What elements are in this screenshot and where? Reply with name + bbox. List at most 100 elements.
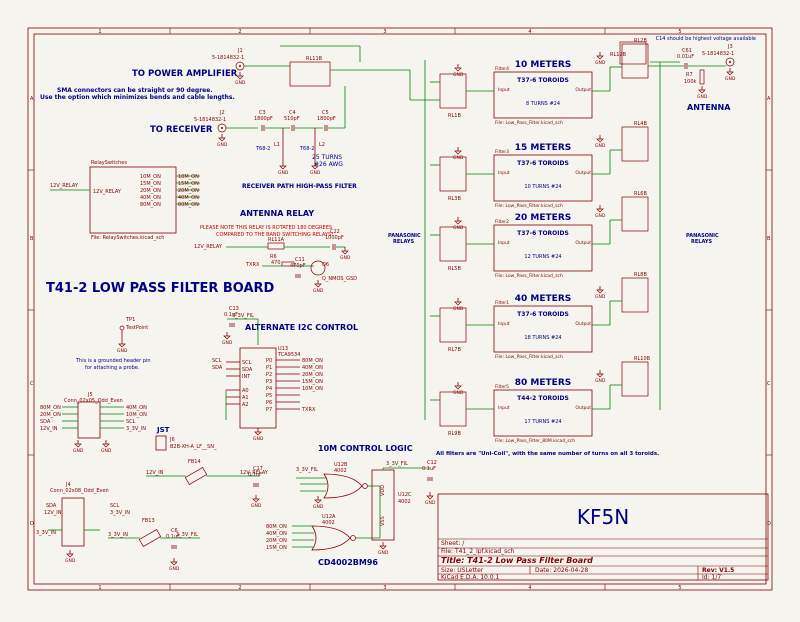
gnd-label: GND <box>595 143 606 149</box>
net-12v-relay: 12V_RELAY <box>194 244 223 250</box>
gnd-label: GND <box>310 170 321 176</box>
net-3v3-fil-4: 3_3V_FIL <box>386 461 408 467</box>
cap-ref: C17 <box>253 466 263 472</box>
gnd-triangle <box>314 283 322 288</box>
u12c-vss: VSS <box>380 516 386 526</box>
connector-ref: J1 <box>237 48 243 54</box>
j5-left-net: 80M_ON <box>40 405 61 411</box>
rl11a-ref: RL11A <box>268 237 285 243</box>
filter-box <box>493 71 593 119</box>
gnd-triangle <box>66 553 74 558</box>
fb14-ref: FB14 <box>188 459 201 465</box>
net-3v3-fil: 3_3V_FIL <box>232 313 254 319</box>
relay-rl12b[interactable] <box>619 41 647 65</box>
j5-right-net: 10M_ON <box>126 412 147 418</box>
u12a-input: 15M_ON <box>266 545 287 551</box>
relay-in <box>439 307 467 343</box>
note-rotate-1: PLEASE NOTE THIS RELAY IS ROTATED 180 DE… <box>200 225 332 231</box>
border-row-label: C <box>30 381 34 387</box>
filter-box <box>493 154 593 202</box>
relay-out-ref: RL8B <box>634 272 647 278</box>
u12c-vdd: VDD <box>380 485 386 496</box>
filter-turns: 10 TURNS #24 <box>524 184 561 190</box>
border-col-label: 3 <box>383 585 386 591</box>
u13-right-pin: P6 <box>266 400 272 406</box>
cap-value: 1800pF <box>254 116 273 122</box>
sma-connector[interactable] <box>725 57 735 67</box>
capacitor[interactable]: C60.1uF <box>166 528 180 549</box>
gnd-label: GND <box>453 225 464 231</box>
mosfet-q6[interactable] <box>310 260 326 276</box>
net-label: 20M_ON <box>302 372 323 378</box>
ic-u12c[interactable] <box>371 469 395 541</box>
gnd-symbol: GND <box>310 162 321 176</box>
gnd-label: GND <box>73 448 84 454</box>
gnd-label: GND <box>378 550 389 556</box>
gnd-label: GND <box>253 436 264 442</box>
net-label: 40M_ON <box>178 195 199 201</box>
gnd-triangle <box>726 71 734 76</box>
gnd-label: GND <box>697 94 708 100</box>
ferrite-fb14[interactable] <box>184 467 208 485</box>
filter-input-port: Input <box>498 170 510 176</box>
header-j5[interactable] <box>77 401 101 439</box>
cap-value: 1000pF <box>325 235 344 241</box>
gnd-symbol: GND <box>313 496 324 510</box>
gnd-label: GND <box>595 60 606 66</box>
net-label: 80M_ON <box>302 358 323 364</box>
relay-out <box>621 277 649 313</box>
cap-value: 0.1uF <box>166 534 180 540</box>
filter-toroid: T37-6 TOROIDS <box>517 160 569 167</box>
ferrite-fb13[interactable] <box>138 529 162 547</box>
relay-in <box>439 391 467 427</box>
label-panasonic-left: PANASONIC <box>388 233 421 239</box>
j6-value: B2B-XH-A_LF__SN_ <box>170 444 217 450</box>
inner-border <box>33 33 767 585</box>
filter-file: File: Low_Pass_Filter.kicad_sch <box>495 273 563 279</box>
note-rotate-2: COMPARED TO THE BAND SWITCHING RELAYS! <box>216 232 333 238</box>
u13-ref: U13 <box>278 346 288 352</box>
gnd-triangle <box>223 335 231 340</box>
relay-coil-rl11a[interactable] <box>267 242 285 250</box>
net-txrx: TXRX <box>245 262 260 268</box>
label-t68-awg: #26 AWG <box>314 161 343 168</box>
rf-front-end: J15-1814832-1GNDJ25-1814832-1GNDJ35-1814… <box>166 41 736 549</box>
filter-input-port: Input <box>498 405 510 411</box>
filter-box <box>493 389 593 437</box>
filter-input-port: Input <box>498 321 510 327</box>
relay-rl11b[interactable] <box>289 61 331 87</box>
gnd-symbol: GND <box>595 135 606 149</box>
relay-in-ref: RL5B <box>448 266 461 272</box>
test-point-tp1[interactable] <box>119 325 125 331</box>
label-antenna: ANTENNA <box>687 103 731 112</box>
r6-ref: R6 <box>270 254 277 260</box>
cap-ref: C22 <box>330 229 340 235</box>
net-3v3-fil-2: 3_3V_FIL <box>176 532 198 538</box>
connector-j6[interactable] <box>155 435 167 451</box>
header-j4[interactable] <box>61 497 85 547</box>
sma-pin <box>239 65 241 67</box>
relay-switches-sheet[interactable]: RelaySwitches File: RelaySwitches.kicad_… <box>50 160 200 241</box>
gate-ref: U12B <box>334 462 348 468</box>
filter-box <box>493 305 593 353</box>
filter-sheet-name: Filter3 <box>495 149 509 155</box>
gnd-label: GND <box>425 500 436 506</box>
